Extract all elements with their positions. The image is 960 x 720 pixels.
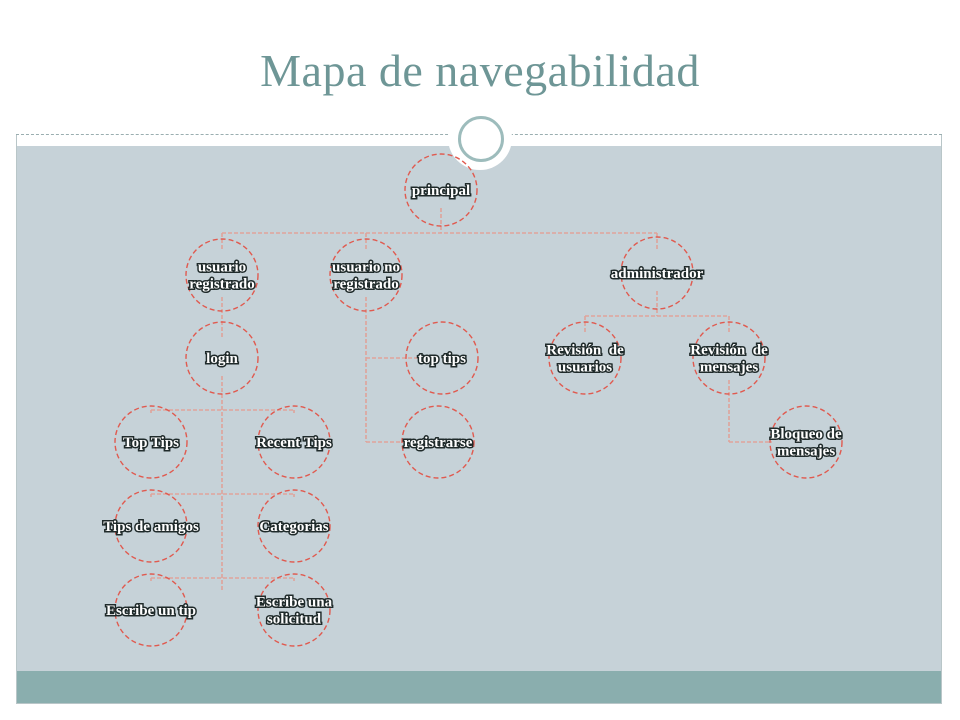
node-circle (692, 321, 766, 395)
node-label: registrarse (404, 435, 473, 451)
node-circle (769, 405, 843, 479)
node-label: Tips de amigos (103, 519, 199, 535)
node-label: Categorias (259, 519, 328, 535)
node-circle (114, 489, 188, 563)
node-label: mensajes (777, 444, 835, 460)
node-label: administrador (611, 266, 704, 282)
node-circle (257, 489, 331, 563)
node-principal: principal (404, 153, 478, 227)
node-circle (114, 573, 188, 647)
node-circle (257, 405, 331, 479)
node-label: Revisión de (690, 343, 768, 359)
node-label: Top Tips (123, 435, 179, 451)
node-administrador: administrador (609, 236, 705, 310)
node-escribe-un-tip: Escribe un tip (104, 573, 198, 647)
diagram-connectors (150, 208, 772, 592)
node-categorias: Categorias (257, 489, 331, 563)
ring-icon (458, 116, 504, 162)
footer-band (17, 671, 941, 703)
node-label: registrado (333, 277, 399, 293)
node-tips-de-amigos: Tips de amigos (102, 489, 200, 563)
node-label: usuario no (332, 260, 400, 276)
node-top-tips: Top Tips (114, 405, 188, 479)
node-label: mensajes (700, 360, 758, 376)
node-label: usuario (198, 260, 246, 276)
node-label: usuarios (558, 360, 612, 376)
node-label: top tips (418, 351, 466, 367)
node-label: solicitud (267, 612, 322, 628)
node-label: login (206, 351, 238, 367)
node-circle (185, 321, 259, 395)
node-top-tips-lower: top tips (405, 321, 479, 395)
node-circle (548, 321, 622, 395)
node-label: Escribe un tip (106, 603, 196, 619)
node-label: Escribe una (256, 595, 333, 611)
node-circle (257, 573, 331, 647)
node-circle (114, 405, 188, 479)
node-login: login (185, 321, 259, 395)
content-panel (17, 146, 941, 671)
node-label: Recent Tips (256, 435, 332, 451)
node-recent-tips: Recent Tips (255, 405, 334, 479)
slide-title: Mapa de navegabilidad (260, 45, 700, 96)
node-label: registrado (189, 277, 255, 293)
node-circle (404, 153, 478, 227)
node-label: Revisión de (546, 343, 624, 359)
node-label: Bloqueo de (770, 427, 842, 443)
node-registrarse: registrarse (401, 405, 475, 479)
node-circle (620, 236, 694, 310)
node-circle (401, 405, 475, 479)
node-label: principal (412, 183, 470, 199)
node-circle (405, 321, 479, 395)
node-circle (329, 238, 403, 312)
node-circle (185, 238, 259, 312)
